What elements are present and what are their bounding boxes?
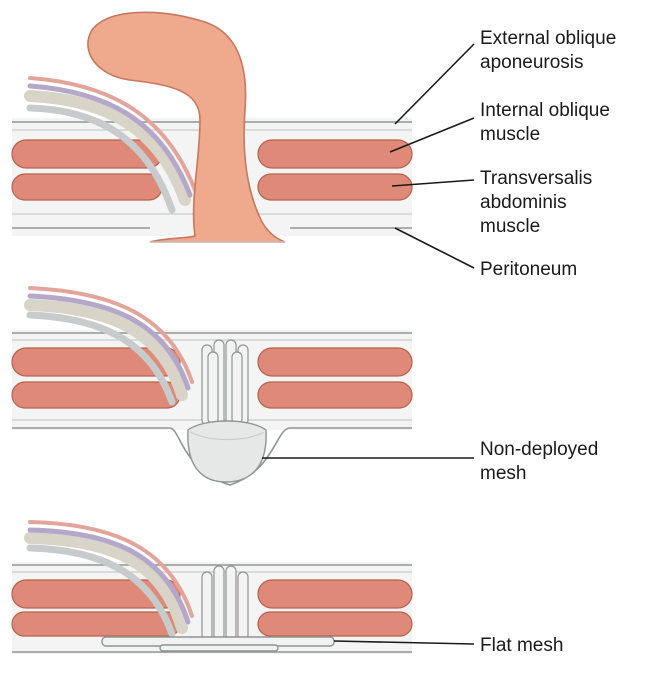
- muscle-lower-right-3: [258, 612, 412, 636]
- label-flat-mesh: Flat mesh: [480, 635, 563, 656]
- label-transversalis: Transversalis abdominis muscle: [480, 168, 598, 237]
- muscle-upper-right: [258, 348, 412, 376]
- muscle-lower-left-3: [12, 612, 180, 636]
- label-external-oblique: External oblique aponeurosis: [480, 28, 622, 73]
- panel-non-deployed: [12, 288, 412, 485]
- label-peritoneum: Peritoneum: [480, 259, 577, 280]
- label-non-deployed-mesh: Non-deployed mesh: [480, 439, 604, 484]
- internal-oblique-muscle-right: [258, 140, 412, 168]
- panel-hernia: [12, 12, 412, 242]
- panel-flat-mesh: [12, 522, 412, 654]
- non-deployed-mesh: [188, 421, 266, 482]
- muscle-lower-right: [258, 382, 412, 408]
- muscle-upper-right-3: [258, 580, 412, 608]
- transversalis-muscle-left: [12, 174, 162, 200]
- transversalis-muscle-right: [258, 174, 412, 200]
- muscle-lower-left: [12, 382, 180, 408]
- label-internal-oblique: Internal oblique muscle: [480, 100, 615, 145]
